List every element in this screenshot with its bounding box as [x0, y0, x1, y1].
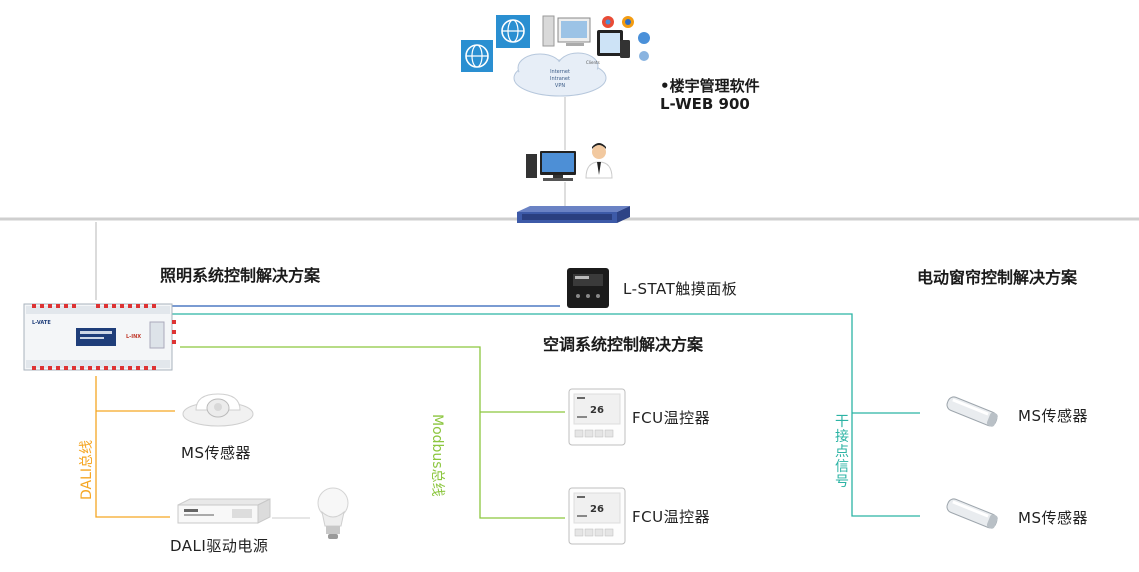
curtain-ms-sensor-icon-2: [946, 498, 998, 529]
curtain-ms-label-2: MS传感器: [1018, 509, 1088, 527]
dry-contact-signal-label: 干接点信号: [835, 414, 849, 490]
lstat-label: L-STAT触摸面板: [623, 280, 738, 298]
l-inx-controller: [23, 303, 176, 371]
hvac-title: 空调系统控制解决方案: [543, 335, 704, 354]
operator-pc-icon: [526, 151, 576, 181]
fcu-thermostat-icon-2: 26: [568, 487, 626, 545]
cloud-line-3: VPN: [555, 83, 565, 89]
operator-person-icon: [585, 143, 613, 179]
software-name: •楼宇管理软件: [660, 77, 760, 95]
cloud-icon: [513, 52, 607, 97]
controller-brand: L-VATE: [32, 320, 51, 326]
ceiling-ms-sensor-icon: [182, 393, 254, 427]
software-product: L-WEB 900: [660, 95, 750, 113]
modbus-connection: [180, 346, 565, 519]
curtain-connection: [160, 313, 920, 517]
workstation-icon: [542, 15, 591, 47]
svg-text:26: 26: [590, 405, 604, 416]
cloud-line-1: Internet: [550, 69, 570, 75]
controller-model: L-INX: [126, 334, 141, 340]
lighting-ms-sensor-label: MS传感器: [181, 444, 251, 462]
curtain-ms-label-1: MS传感器: [1018, 407, 1088, 425]
led-bulb-icon: [317, 487, 349, 539]
curtain-ms-sensor-icon-1: [946, 396, 998, 427]
web-globe-icon-2: [496, 15, 530, 48]
l-stat-panel-icon: [567, 268, 609, 308]
dali-driver-icon: [177, 498, 271, 524]
svg-text:26: 26: [590, 504, 604, 515]
dali-bus-label: DALI总线: [79, 439, 95, 500]
network-switch-icon: [517, 206, 630, 223]
curtain-title: 电动窗帘控制解决方案: [917, 268, 1078, 287]
tablet-icon: [597, 30, 630, 58]
dali-driver-label: DALI驱动电源: [170, 537, 269, 555]
lighting-title: 照明系统控制解决方案: [160, 266, 321, 285]
web-globe-icon-1: [461, 40, 493, 72]
fcu-label-2: FCU温控器: [632, 508, 711, 526]
fcu-thermostat-icon-1: 26: [568, 388, 626, 446]
dali-connection: [95, 376, 170, 518]
modbus-label: Modbus总线: [429, 414, 445, 497]
browser-icons: [602, 16, 650, 61]
clients-caption: Clients: [586, 60, 600, 65]
fcu-label-1: FCU温控器: [632, 409, 711, 427]
cloud-line-2: Intranet: [550, 76, 570, 82]
